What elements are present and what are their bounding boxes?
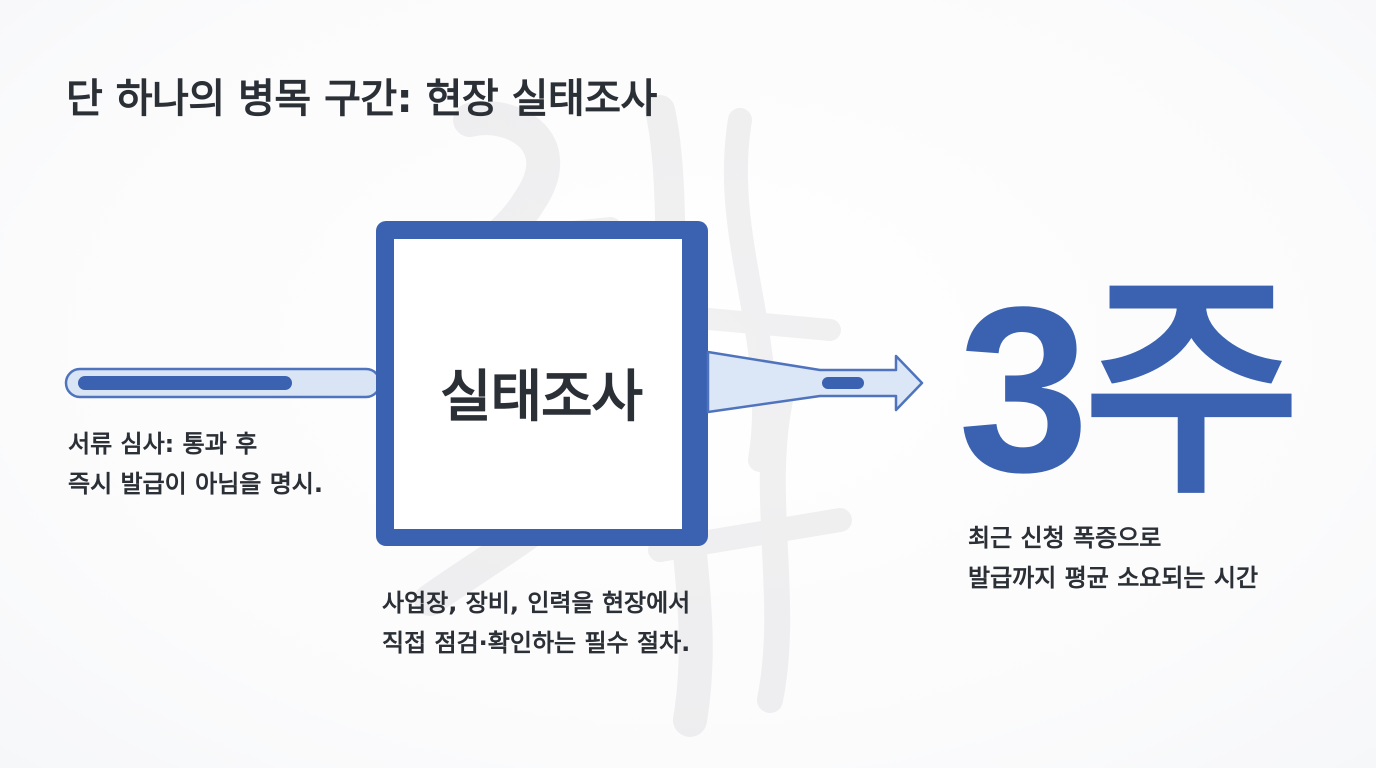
input-caption: 서류 심사: 통과 후 즉시 발급이 아님을 명시. bbox=[68, 424, 323, 504]
page-title: 단 하나의 병목 구간: 현장 실태조사 bbox=[66, 76, 657, 122]
process-box-label: 실태조사 bbox=[439, 365, 643, 430]
result-value: 3주 bbox=[958, 258, 1300, 522]
process-caption: 사업장, 장비, 인력을 현장에서 직접 점검·확인하는 필수 절차. bbox=[382, 583, 690, 663]
result-caption: 최근 신청 폭증으로 발급까지 평균 소요되는 시간 bbox=[968, 518, 1258, 598]
result-caption-line1: 최근 신청 폭증으로 bbox=[968, 524, 1162, 552]
process-box bbox=[376, 221, 708, 546]
process-caption-line2: 직접 점검·확인하는 필수 절차. bbox=[382, 629, 691, 657]
input-arrow-icon bbox=[64, 367, 382, 399]
input-caption-line2: 즉시 발급이 아님을 명시. bbox=[68, 470, 323, 498]
result-caption-line2: 발급까지 평균 소요되는 시간 bbox=[968, 564, 1259, 592]
output-arrow-icon bbox=[706, 350, 924, 414]
input-caption-line1: 서류 심사: 통과 후 bbox=[68, 430, 258, 458]
process-caption-line1: 사업장, 장비, 인력을 현장에서 bbox=[382, 589, 691, 617]
